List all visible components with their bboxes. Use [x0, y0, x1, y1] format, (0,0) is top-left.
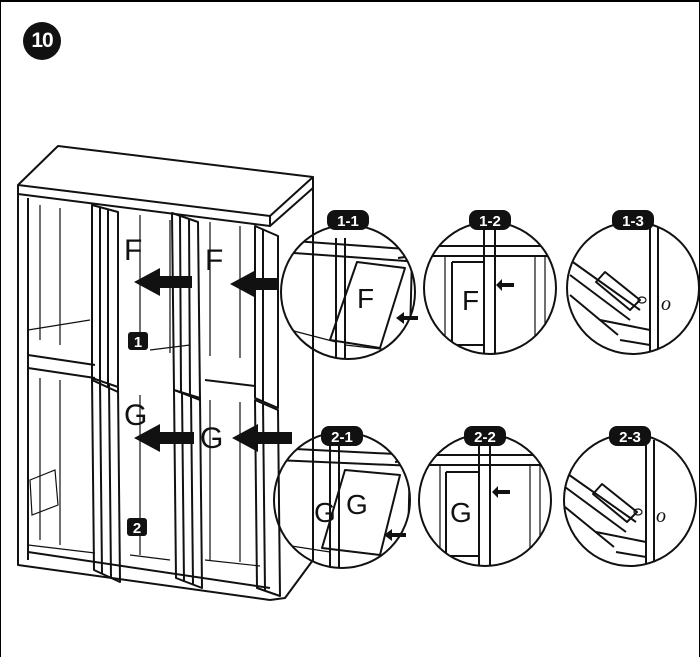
door-label-g-middle: G: [200, 422, 223, 455]
row-tag-2: 2: [127, 518, 147, 537]
detail-1-3-letter: o: [661, 293, 671, 315]
detail-1-2-letter: F: [462, 285, 479, 316]
door-bottom-right: [254, 399, 281, 597]
door-top-right: [254, 225, 279, 409]
door-bottom-left: [91, 377, 121, 583]
detail-1-1-tag: 1-1: [337, 213, 359, 230]
door-bottom-middle: [173, 389, 203, 589]
detail-1-3: o 1-3: [566, 210, 700, 355]
detail-2-2-letter: G: [450, 497, 472, 528]
door-label-g-left: G: [124, 399, 147, 432]
detail-2-2: G 2-2: [418, 426, 552, 567]
detail-2-1-letter-a: G: [314, 497, 336, 528]
hinge-pin-icon: [633, 508, 643, 516]
door-top-left: [91, 204, 119, 393]
arrow-left-icon: [232, 424, 292, 452]
detail-1-1-letter: F: [357, 283, 374, 314]
svg-text:2: 2: [133, 520, 141, 537]
arrow-left-icon: [134, 268, 192, 296]
cabinet-top: [17, 145, 314, 217]
detail-1-3-tag: 1-3: [622, 213, 644, 230]
detail-2-1-tag: 2-1: [331, 429, 353, 446]
cabinet: [17, 145, 314, 601]
detail-1-1: F 1-1: [280, 210, 418, 360]
detail-2-3-tag: 2-3: [619, 429, 641, 446]
arrow-left-icon: [134, 424, 194, 452]
svg-text:1: 1: [134, 334, 142, 351]
detail-1-2-tag: 1-2: [479, 213, 501, 230]
step-number-badge: 10: [23, 22, 61, 60]
detail-2-1-letter-b: G: [346, 489, 368, 520]
cabinet-shelf: [27, 354, 256, 387]
door-top-middle: [171, 212, 201, 401]
cabinet-side: [269, 188, 314, 601]
detail-1-2: F 1-2: [423, 210, 557, 355]
detail-2-1: G G 2-1: [273, 426, 411, 569]
detail-2-3-letter: o: [656, 505, 666, 527]
row-tag-1: 1: [128, 332, 148, 351]
hinge-pin-icon: [637, 296, 647, 304]
detail-2-2-tag: 2-2: [474, 429, 496, 446]
door-label-f-left: F: [124, 234, 142, 267]
door-label-f-middle: F: [205, 244, 223, 277]
arrow-left-icon: [230, 270, 278, 298]
detail-2-3: o 2-3: [563, 426, 697, 567]
